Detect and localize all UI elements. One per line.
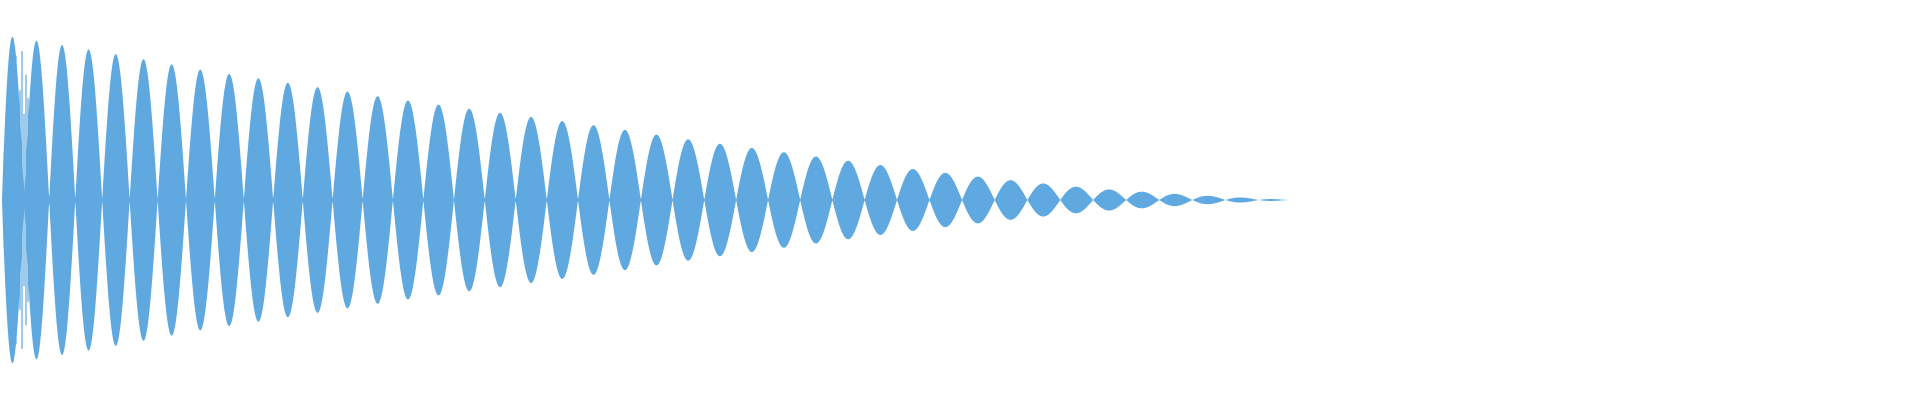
onset-transient (3, 51, 31, 349)
waveform-body (2, 36, 1293, 364)
